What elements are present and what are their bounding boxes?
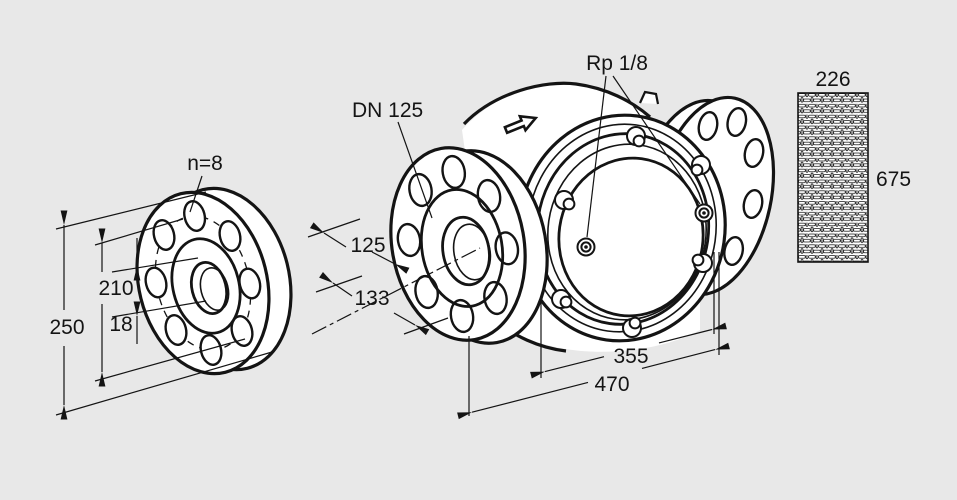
raised-face-ring: [170, 237, 242, 335]
bolt-hole: [449, 298, 475, 334]
leader-line-rp-side: [612, 75, 701, 205]
face-to-center-b-label: 133: [354, 287, 389, 310]
mesh-screen-view: 226 675: [797, 68, 911, 263]
bolt-hole: [441, 154, 467, 190]
dimension-470: 470: [457, 342, 730, 420]
flange-bore: [189, 261, 229, 315]
bolt-circle-diameter-label: 210: [98, 277, 133, 300]
extension-line: [111, 300, 207, 318]
bolt-hole: [230, 315, 254, 347]
test-plug-side: [694, 203, 714, 223]
body-top-edge: [462, 81, 652, 126]
bolt-hole: [218, 220, 242, 252]
raised-face-ring: [419, 188, 505, 308]
dimension-125: 125: [307, 218, 410, 274]
bolt-hole: [199, 334, 223, 366]
bolt-hole: [726, 106, 748, 138]
extension-line: [315, 275, 363, 293]
bolt-hole: [743, 137, 765, 169]
dimension-arrow: [371, 251, 410, 274]
outer-diameter-label: 250: [49, 316, 84, 339]
dimension-250: 250: [49, 191, 273, 420]
bolt-hole: [742, 188, 764, 220]
leader-line-dn: [397, 121, 433, 219]
dimension-line: [641, 342, 730, 369]
valve-assembly-view: DN 125 Rp 1/8 125 133 355: [307, 52, 776, 420]
dimension-line: [530, 356, 605, 379]
extension-line: [111, 257, 199, 273]
bolt-count-label: n=8: [187, 152, 223, 175]
test-plug-front: [576, 237, 596, 257]
mesh-border: [797, 92, 869, 263]
dimension-210: 210: [94, 218, 246, 387]
flange-bolt-holes: [144, 200, 262, 366]
bolt: [554, 190, 576, 211]
bolt-hole: [164, 314, 188, 346]
inlet-flange: [389, 146, 549, 345]
extension-line: [307, 218, 361, 238]
flow-direction-arrow-icon: [503, 114, 539, 135]
extension-line: [55, 351, 273, 416]
nominal-size-label: DN 125: [352, 99, 423, 122]
cover-to-flange-length-label: 355: [613, 345, 648, 368]
bolt-hole: [697, 110, 719, 142]
dimension-355: 355: [468, 252, 727, 416]
bolt-hole: [144, 266, 168, 299]
bolt-hole: [723, 235, 745, 267]
dimension-18: 18: [109, 238, 207, 344]
bolt: [691, 253, 713, 273]
dimension-arrow: [393, 312, 430, 336]
extension-line: [94, 218, 184, 246]
bolt: [690, 155, 711, 177]
dimension-arrow: [309, 222, 347, 248]
test-plug-thread-label: Rp 1/8: [586, 52, 648, 75]
inlet-centerline: [311, 247, 481, 335]
body-lug: [638, 90, 660, 105]
cover-face: [557, 156, 705, 318]
leader-line-rp-front: [586, 75, 607, 238]
bolt-hole: [408, 172, 433, 208]
bolt: [626, 126, 646, 148]
dimension-line: [658, 322, 727, 344]
mesh-length-label: 675: [876, 168, 911, 191]
bolt-hole-diameter-label: 18: [109, 313, 132, 336]
dimension-line: [457, 381, 589, 420]
bore-depth-edge: [452, 223, 492, 281]
extension-line: [94, 338, 246, 382]
bolt: [551, 289, 573, 309]
bolt-hole: [183, 200, 207, 232]
dimension-133: 133: [315, 272, 449, 336]
mesh-weave-pattern: [798, 93, 868, 262]
face-to-center-a-label: 125: [350, 234, 385, 257]
bolt-hole: [152, 219, 176, 251]
cover-bolts: [551, 126, 713, 338]
mesh-width-label: 226: [815, 68, 850, 91]
overall-length-label: 470: [594, 373, 629, 396]
bore-depth-edge: [199, 267, 230, 311]
extension-line: [55, 191, 207, 230]
dimension-arrow: [319, 272, 353, 297]
bolt: [622, 316, 642, 338]
flange-detail-view: n=8 250 210 18: [49, 152, 293, 420]
